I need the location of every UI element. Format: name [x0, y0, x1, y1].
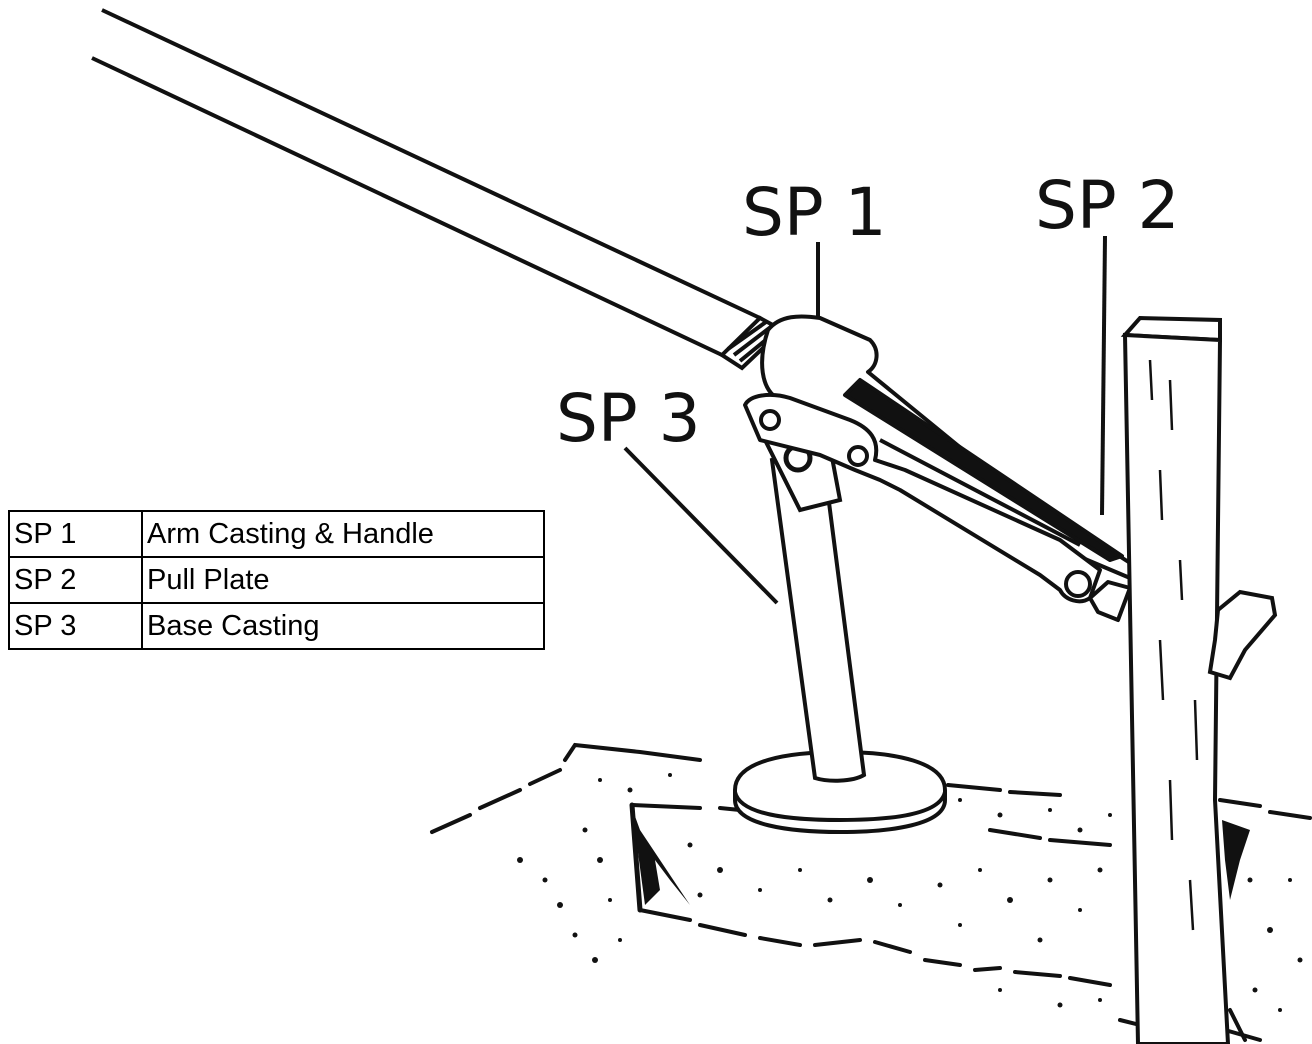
sp2-leader — [1100, 235, 1107, 516]
clamp-knob — [1207, 589, 1278, 681]
part-description-cell: Base Casting — [141, 602, 545, 650]
sp1-callout: SP 1 — [742, 174, 887, 251]
leader-lines — [623, 235, 1107, 605]
arm-casting — [743, 314, 1140, 622]
hole-shading — [632, 808, 1250, 905]
part-code-cell: SP 2 — [8, 556, 143, 604]
part-code-cell: SP 3 — [8, 602, 143, 650]
part-description-cell: Arm Casting & Handle — [141, 510, 545, 558]
sp3-callout: SP 3 — [556, 380, 701, 457]
sp2-callout: SP 2 — [1035, 167, 1180, 244]
part-description-cell: Pull Plate — [141, 556, 545, 604]
sp3-leader — [623, 446, 779, 605]
part-code-cell: SP 1 — [8, 510, 143, 558]
wooden-post — [1120, 315, 1231, 1044]
handle-shaft — [91, 8, 761, 357]
